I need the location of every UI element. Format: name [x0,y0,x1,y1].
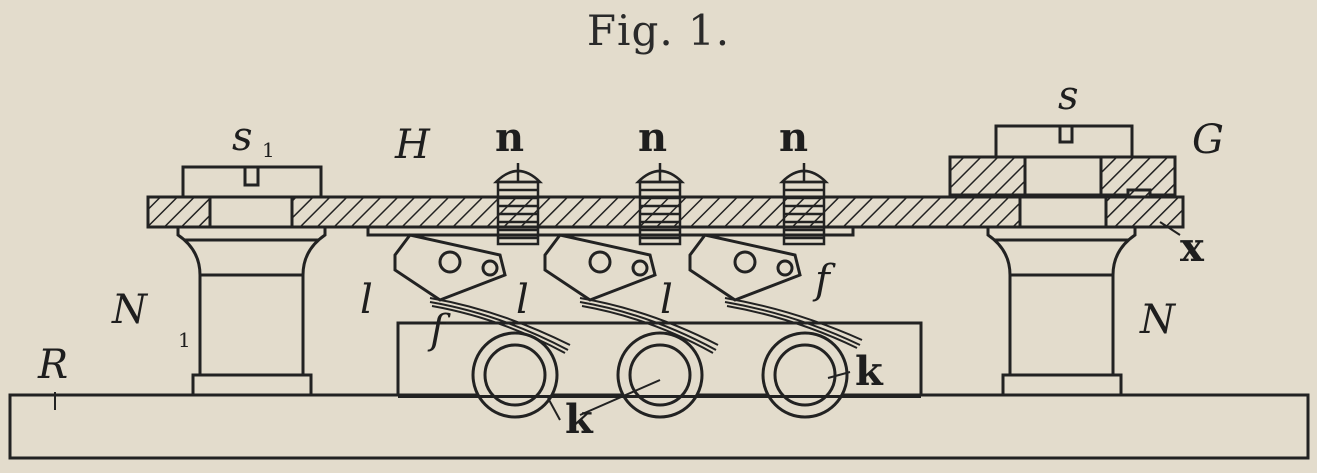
label-N1: N [112,287,147,333]
label-H: H [395,122,430,168]
spring-screw-3 [778,163,830,246]
spring-screws [492,163,830,246]
label-x: x [1180,224,1204,271]
lever-3 [688,233,802,302]
label-k-1: k [565,396,593,443]
label-R: R [38,342,69,388]
label-f-3: f [815,257,830,303]
label-l-3: l [660,277,673,323]
label-N: N [1140,297,1175,343]
label-n-1: n [495,114,525,161]
label-s: s [1058,73,1079,119]
label-f-1: f [430,307,445,353]
label-l-1: l [360,277,373,323]
left-post [176,223,327,397]
spring-screw-2 [634,163,686,246]
label-l-2: l [516,277,529,323]
right-screw-s [994,124,1134,160]
coil-2 [616,331,704,419]
label-N1-subscript: 1 [178,328,191,352]
levers [393,233,802,302]
label-n-2: n [638,114,668,161]
label-G: G [1192,117,1224,163]
lever-1 [393,233,507,302]
right-post [986,223,1137,397]
label-k-2: k [855,348,883,395]
leader-lines [54,221,1181,421]
contact-springs [429,297,863,354]
coils [471,331,849,419]
figure-title: Fig. 1. [586,6,731,55]
coil-3 [761,331,849,419]
coil-1 [471,331,559,419]
label-s1-subscript: 1 [262,138,275,162]
spring-screw-1 [492,163,544,246]
label-n-3: n [779,114,809,161]
label-s1: s [232,114,253,160]
lever-2 [543,233,657,302]
